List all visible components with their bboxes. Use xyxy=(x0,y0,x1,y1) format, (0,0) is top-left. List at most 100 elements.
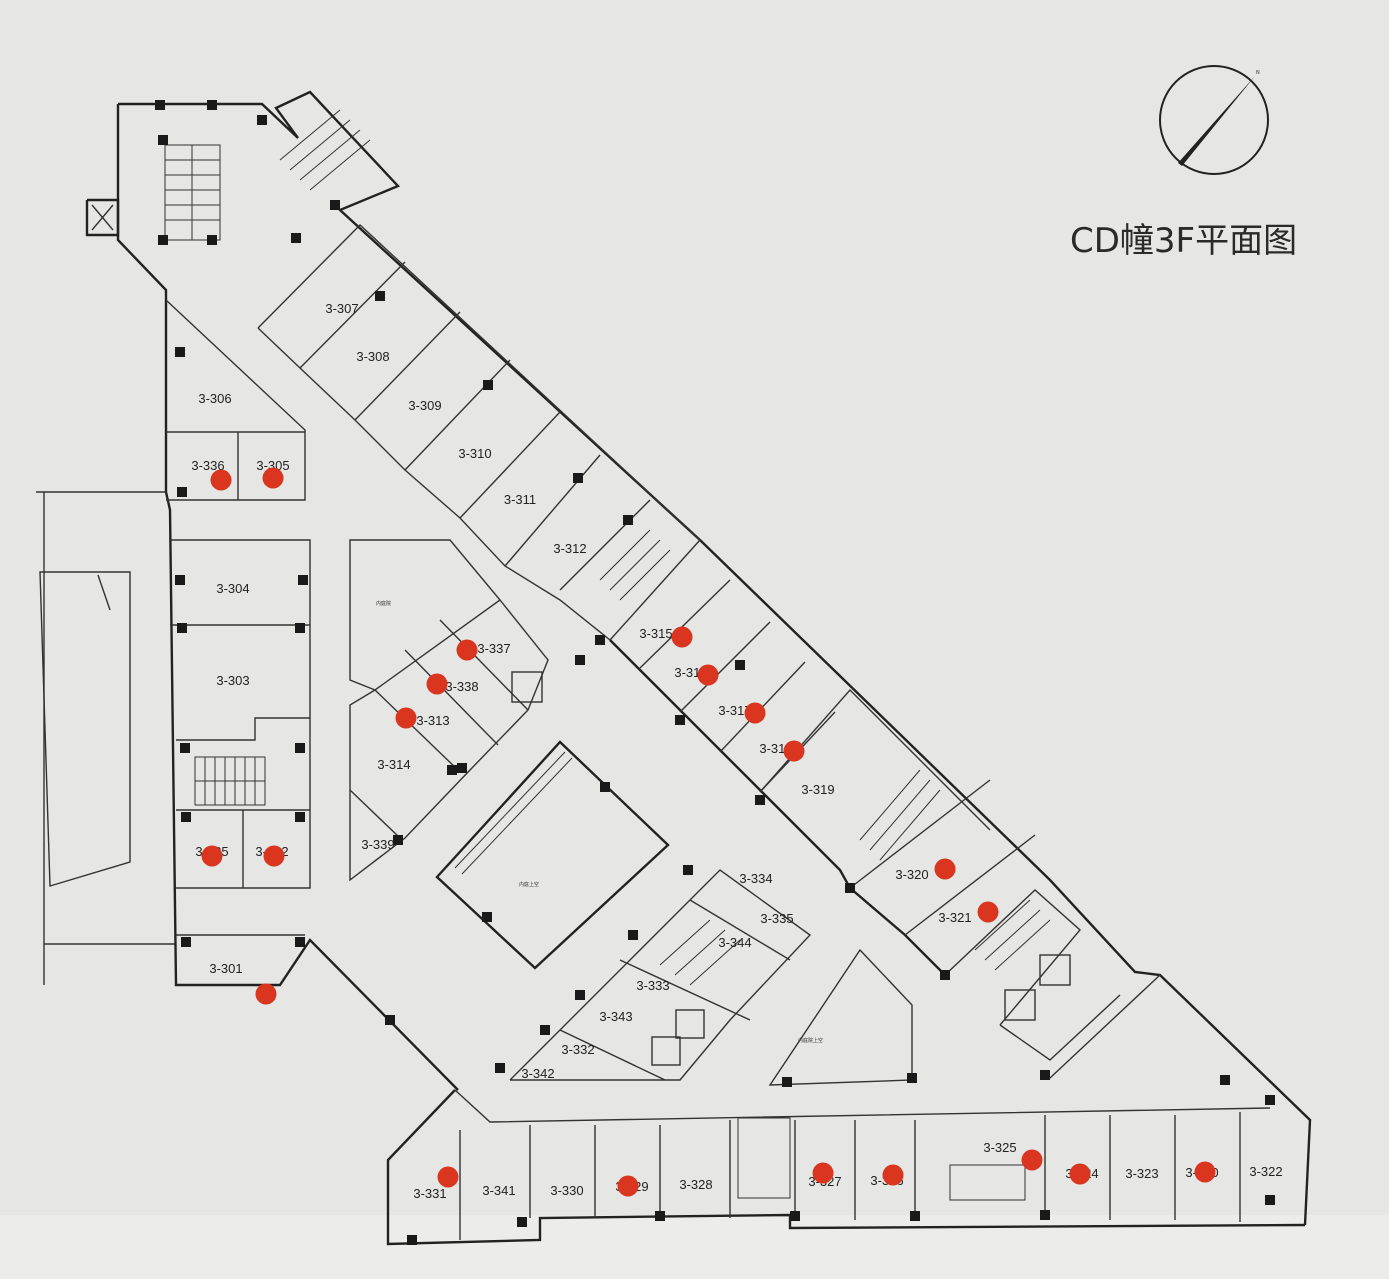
sold-marker-3-331 xyxy=(437,1166,459,1188)
room-label-3-307: 3-307 xyxy=(325,301,358,316)
structural-columns xyxy=(155,100,1275,1245)
column xyxy=(181,937,191,947)
column xyxy=(291,233,301,243)
room-label-3-314: 3-314 xyxy=(377,757,410,772)
room-label-3-319: 3-319 xyxy=(801,782,834,797)
room-label-3-330: 3-330 xyxy=(550,1183,583,1198)
room-label-3-305: 3-305 xyxy=(256,458,289,473)
sold-marker-3-305 xyxy=(262,467,284,489)
column xyxy=(482,912,492,922)
room-layer: 3-3073-3083-3093-3103-3113-3123-3063-336… xyxy=(191,301,1282,1201)
elevator-icon xyxy=(675,1009,705,1039)
elevator-icon xyxy=(1004,989,1036,1021)
column xyxy=(1040,1070,1050,1080)
elevator-icon xyxy=(511,671,543,703)
column xyxy=(628,930,638,940)
column xyxy=(735,660,745,670)
adjacent-building xyxy=(36,491,176,985)
sold-marker-3-320 xyxy=(934,858,956,880)
column xyxy=(175,575,185,585)
stairs-icon xyxy=(599,529,671,601)
room-label-3-304: 3-304 xyxy=(216,581,249,596)
north-arrow-icon: N xyxy=(1159,65,1269,175)
column xyxy=(910,1211,920,1221)
column xyxy=(407,1235,417,1245)
column xyxy=(907,1073,917,1083)
elevator-icon xyxy=(651,1036,681,1066)
column xyxy=(295,743,305,753)
room-label-3-313: 3-313 xyxy=(416,713,449,728)
column xyxy=(295,937,305,947)
column xyxy=(385,1015,395,1025)
plan-title: CD幢3F平面图 xyxy=(1070,221,1297,261)
column xyxy=(158,235,168,245)
column xyxy=(940,970,950,980)
column xyxy=(845,883,855,893)
room-label-3-309: 3-309 xyxy=(408,398,441,413)
column xyxy=(573,473,583,483)
stairs-icon xyxy=(974,899,1051,971)
column xyxy=(175,347,185,357)
sold-marker-3-313 xyxy=(395,707,417,729)
room-label-3-344: 3-344 xyxy=(718,935,751,950)
column xyxy=(295,623,305,633)
room-label-3-311: 3-311 xyxy=(504,492,536,507)
sold-marker-3-336 xyxy=(210,469,232,491)
column xyxy=(483,380,493,390)
sold-marker-3-317 xyxy=(744,702,766,724)
stairs-icon xyxy=(737,1117,791,1199)
room-label-3-301: 3-301 xyxy=(209,961,242,976)
sold-marker-3-338 xyxy=(426,673,448,695)
room-label-3-342: 3-342 xyxy=(521,1066,554,1081)
column xyxy=(517,1217,527,1227)
column xyxy=(575,990,585,1000)
column xyxy=(655,1211,665,1221)
column xyxy=(158,135,168,145)
sold-marker-3-302 xyxy=(263,845,285,867)
column xyxy=(375,291,385,301)
room-label-3-325: 3-325 xyxy=(983,1140,1016,1155)
room-label-3-308: 3-308 xyxy=(356,349,389,364)
column xyxy=(447,765,457,775)
sold-marker-3-315 xyxy=(671,626,693,648)
room-label-3-321: 3-321 xyxy=(938,910,971,925)
elevator-icon xyxy=(1039,954,1071,986)
south-wing-walls xyxy=(279,109,1271,1240)
room-label-3-310: 3-310 xyxy=(458,446,491,461)
column xyxy=(181,812,191,822)
column xyxy=(540,1025,550,1035)
sold-marker-3-301 xyxy=(255,983,277,1005)
column xyxy=(155,100,165,110)
column xyxy=(177,623,187,633)
column xyxy=(790,1211,800,1221)
sold-marker-3-335 xyxy=(201,845,223,867)
room-label-3-303: 3-303 xyxy=(216,673,249,688)
room-label-3-338: 3-338 xyxy=(445,679,478,694)
column xyxy=(600,782,610,792)
room-label-3-334: 3-334 xyxy=(739,871,772,886)
stairs-icon xyxy=(949,1164,1026,1201)
courtyard-label: 内庭院 xyxy=(376,600,391,607)
column xyxy=(330,200,340,210)
column xyxy=(393,835,403,845)
sold-marker-3-327 xyxy=(812,1162,834,1184)
room-label-3-331: 3-331 xyxy=(413,1186,446,1201)
room-label-3-341: 3-341 xyxy=(482,1183,515,1198)
column xyxy=(1220,1075,1230,1085)
room-label-3-315: 3-315 xyxy=(639,626,672,641)
room-label-3-323: 3-323 xyxy=(1125,1166,1158,1181)
stairs-icon xyxy=(279,109,371,191)
atrium-label: 内庭上空 xyxy=(519,881,539,888)
column xyxy=(1265,1095,1275,1105)
atrium-void-label: 内庭院上空 xyxy=(798,1037,823,1044)
room-label-3-335: 3-335 xyxy=(760,911,793,926)
stairs-icon xyxy=(859,769,941,861)
column xyxy=(575,655,585,665)
column xyxy=(1265,1195,1275,1205)
column xyxy=(782,1077,792,1087)
sold-marker-3-324 xyxy=(1069,1163,1091,1185)
sold-marker-3-318 xyxy=(783,740,805,762)
stairs-icon xyxy=(164,144,221,241)
room-label-3-317: 3-317 xyxy=(718,703,751,718)
